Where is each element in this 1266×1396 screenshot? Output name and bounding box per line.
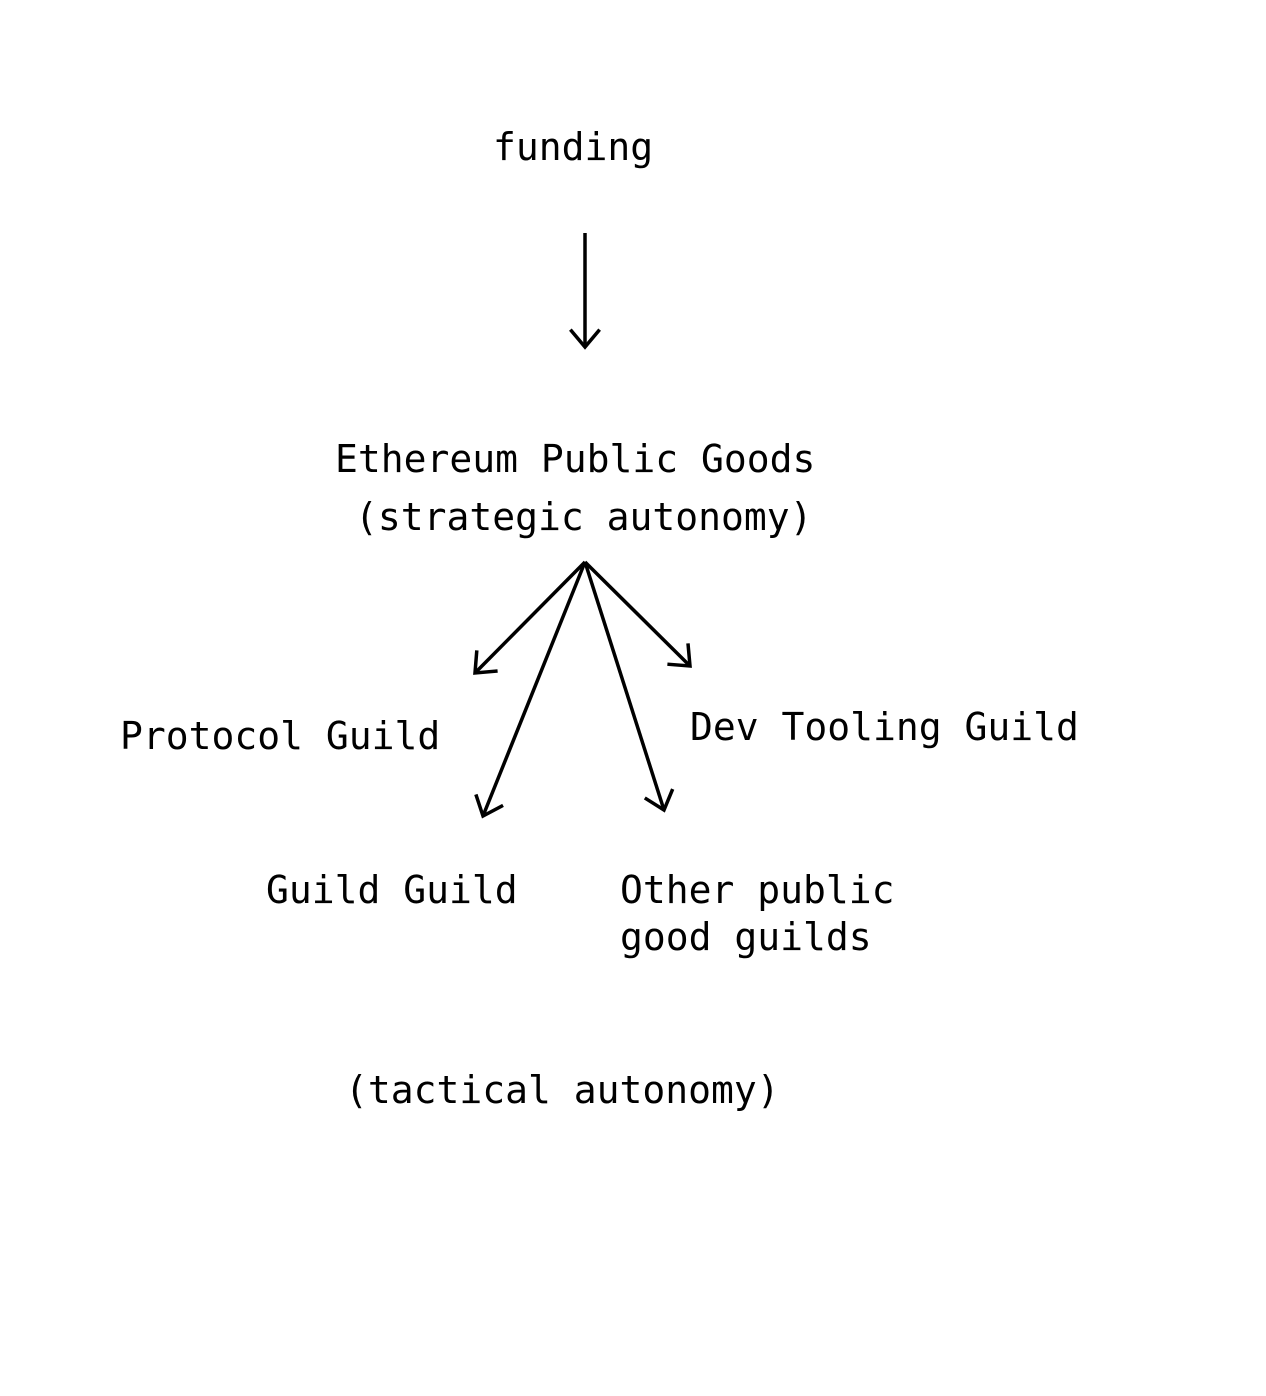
node-ethereum-public-goods-subtitle: (strategic autonomy) bbox=[355, 495, 813, 539]
node-guild-guild: Guild Guild bbox=[266, 868, 518, 912]
node-funding: funding bbox=[493, 125, 654, 169]
arrow-epg-to-protocol-guild bbox=[473, 560, 587, 675]
node-protocol-guild: Protocol Guild bbox=[120, 714, 441, 758]
node-ethereum-public-goods-title: Ethereum Public Goods bbox=[335, 437, 816, 481]
node-other-public-good-guilds: Other public good guilds bbox=[620, 868, 895, 959]
caption-tactical-autonomy: (tactical autonomy) bbox=[345, 1068, 780, 1112]
arrow-epg-to-other-guilds bbox=[583, 561, 675, 813]
arrow-epg-to-dev-tooling-guild bbox=[583, 560, 692, 668]
node-dev-tooling-guild: Dev Tooling Guild bbox=[690, 705, 1079, 749]
arrow-epg-to-guild-guild bbox=[474, 561, 587, 819]
